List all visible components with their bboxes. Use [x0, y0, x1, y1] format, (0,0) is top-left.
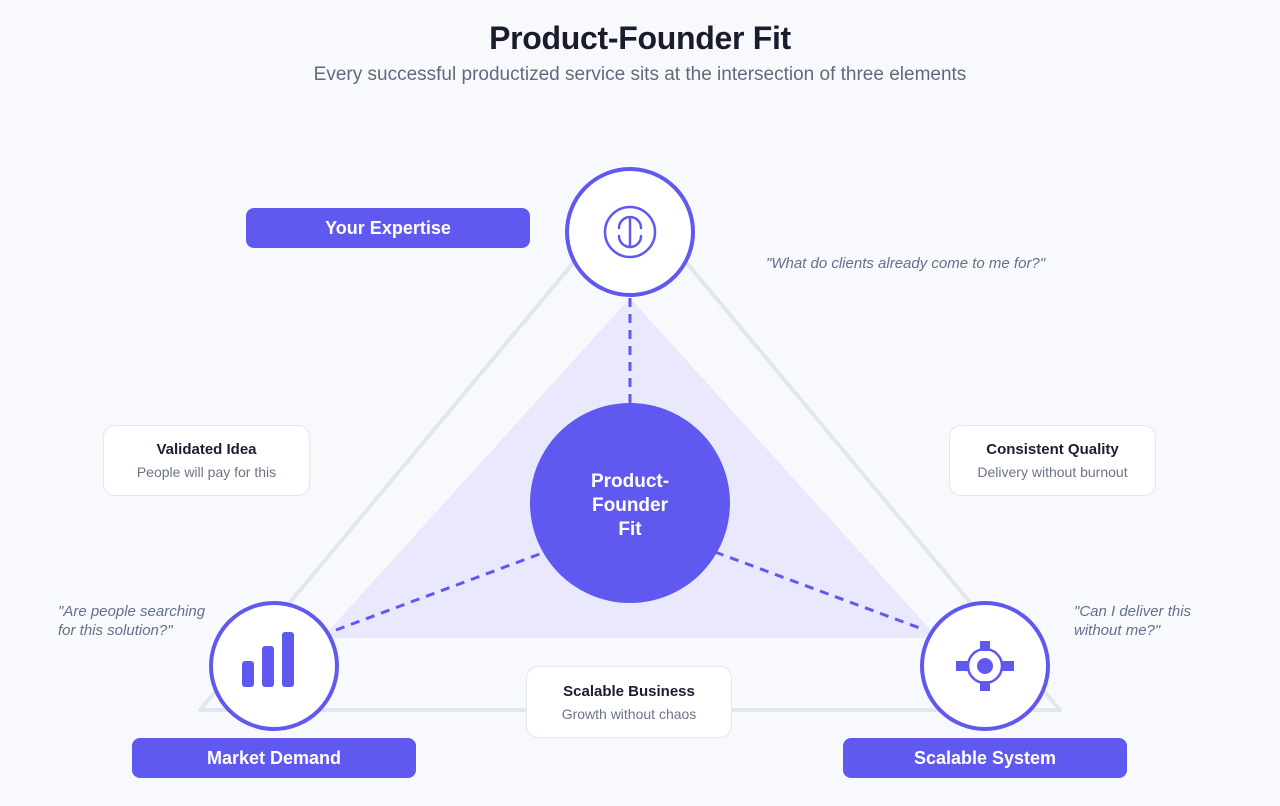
- card-scalable-business: Scalable Business Growth without chaos: [526, 666, 732, 738]
- expertise-icon: [603, 205, 657, 259]
- question-line: for this solution?": [58, 622, 173, 639]
- card-subtitle: Delivery without burnout: [977, 464, 1128, 480]
- node-your-expertise[interactable]: [565, 167, 695, 297]
- node-scalable-system[interactable]: [920, 601, 1050, 731]
- node-market-demand[interactable]: [209, 601, 339, 731]
- center-label-line: Founder: [592, 495, 668, 516]
- question-scalable-system: "Can I deliver this without me?": [1074, 602, 1191, 640]
- card-subtitle: Growth without chaos: [561, 705, 697, 722]
- center-label-line: Product-: [590, 471, 670, 492]
- connector-left: [335, 550, 546, 632]
- card-title: Scalable Business: [563, 682, 695, 700]
- card-validated-idea: Validated Idea People will pay for this: [103, 425, 310, 496]
- center-circle: [530, 403, 730, 603]
- question-expertise: "What do clients already come to me for?…: [766, 255, 1046, 272]
- question-line: without me?": [1074, 622, 1161, 639]
- label-market-demand[interactable]: Market Demand: [132, 738, 416, 778]
- connector-right: [714, 550, 926, 632]
- crosshair-icon: [956, 641, 1014, 691]
- center-label-line: Fit: [618, 519, 642, 540]
- label-scalable-system[interactable]: Scalable System: [843, 738, 1127, 778]
- question-market-demand: "Are people searching for this solution?…: [58, 602, 205, 640]
- page-subtitle: Every successful productized service sit…: [313, 64, 967, 85]
- question-line: "Can I deliver this: [1074, 603, 1192, 620]
- card-subtitle: People will pay for this: [136, 464, 277, 480]
- question-line: "Are people searching: [58, 603, 206, 620]
- bar-chart-icon: [242, 632, 294, 687]
- label-your-expertise[interactable]: Your Expertise: [246, 208, 530, 248]
- card-title: Consistent Quality: [986, 441, 1119, 458]
- card-consistent-quality: Consistent Quality Delivery without burn…: [949, 425, 1156, 496]
- page-title: Product-Founder Fit: [489, 20, 791, 56]
- card-title: Validated Idea: [156, 441, 257, 458]
- center-label: Product- Founder Fit: [560, 470, 700, 542]
